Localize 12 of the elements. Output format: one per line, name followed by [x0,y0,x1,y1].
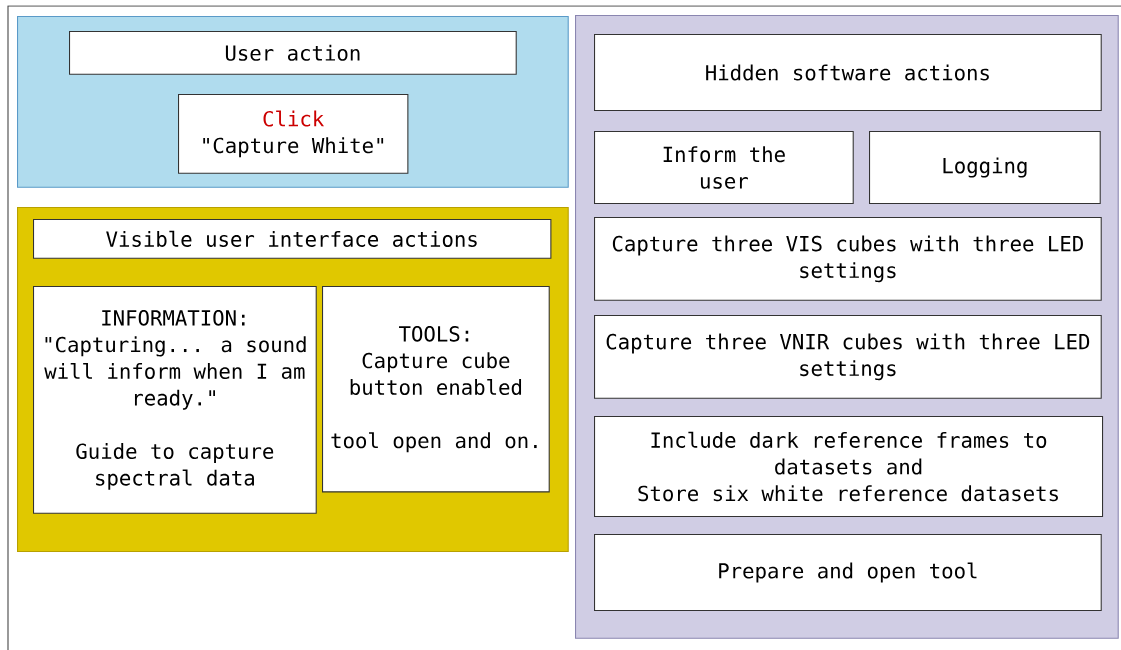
text-box: Capture three VIS cubes with three LED settings [594,217,1102,301]
text-box: INFORMATION: "Capturing... a sound will inform when I am ready." Guide to capture spectral data [33,286,317,514]
text-box: Hidden software actions [594,34,1102,112]
text-box: Inform the user [594,131,854,205]
text-box: User action [69,31,517,75]
text-box: Visible user interface actions [33,219,552,259]
text-box: Include dark reference frames to datasets and Store six white reference datasets [594,416,1104,518]
text-box: Logging [869,131,1101,205]
text-box: Prepare and open tool [594,534,1102,612]
text-box: Click "Capture White" [178,94,409,174]
text-box: Capture three VNIR cubes with three LED settings [594,315,1102,399]
text-box: TOOLS: Capture cube button enabled tool open and on. [322,286,550,493]
